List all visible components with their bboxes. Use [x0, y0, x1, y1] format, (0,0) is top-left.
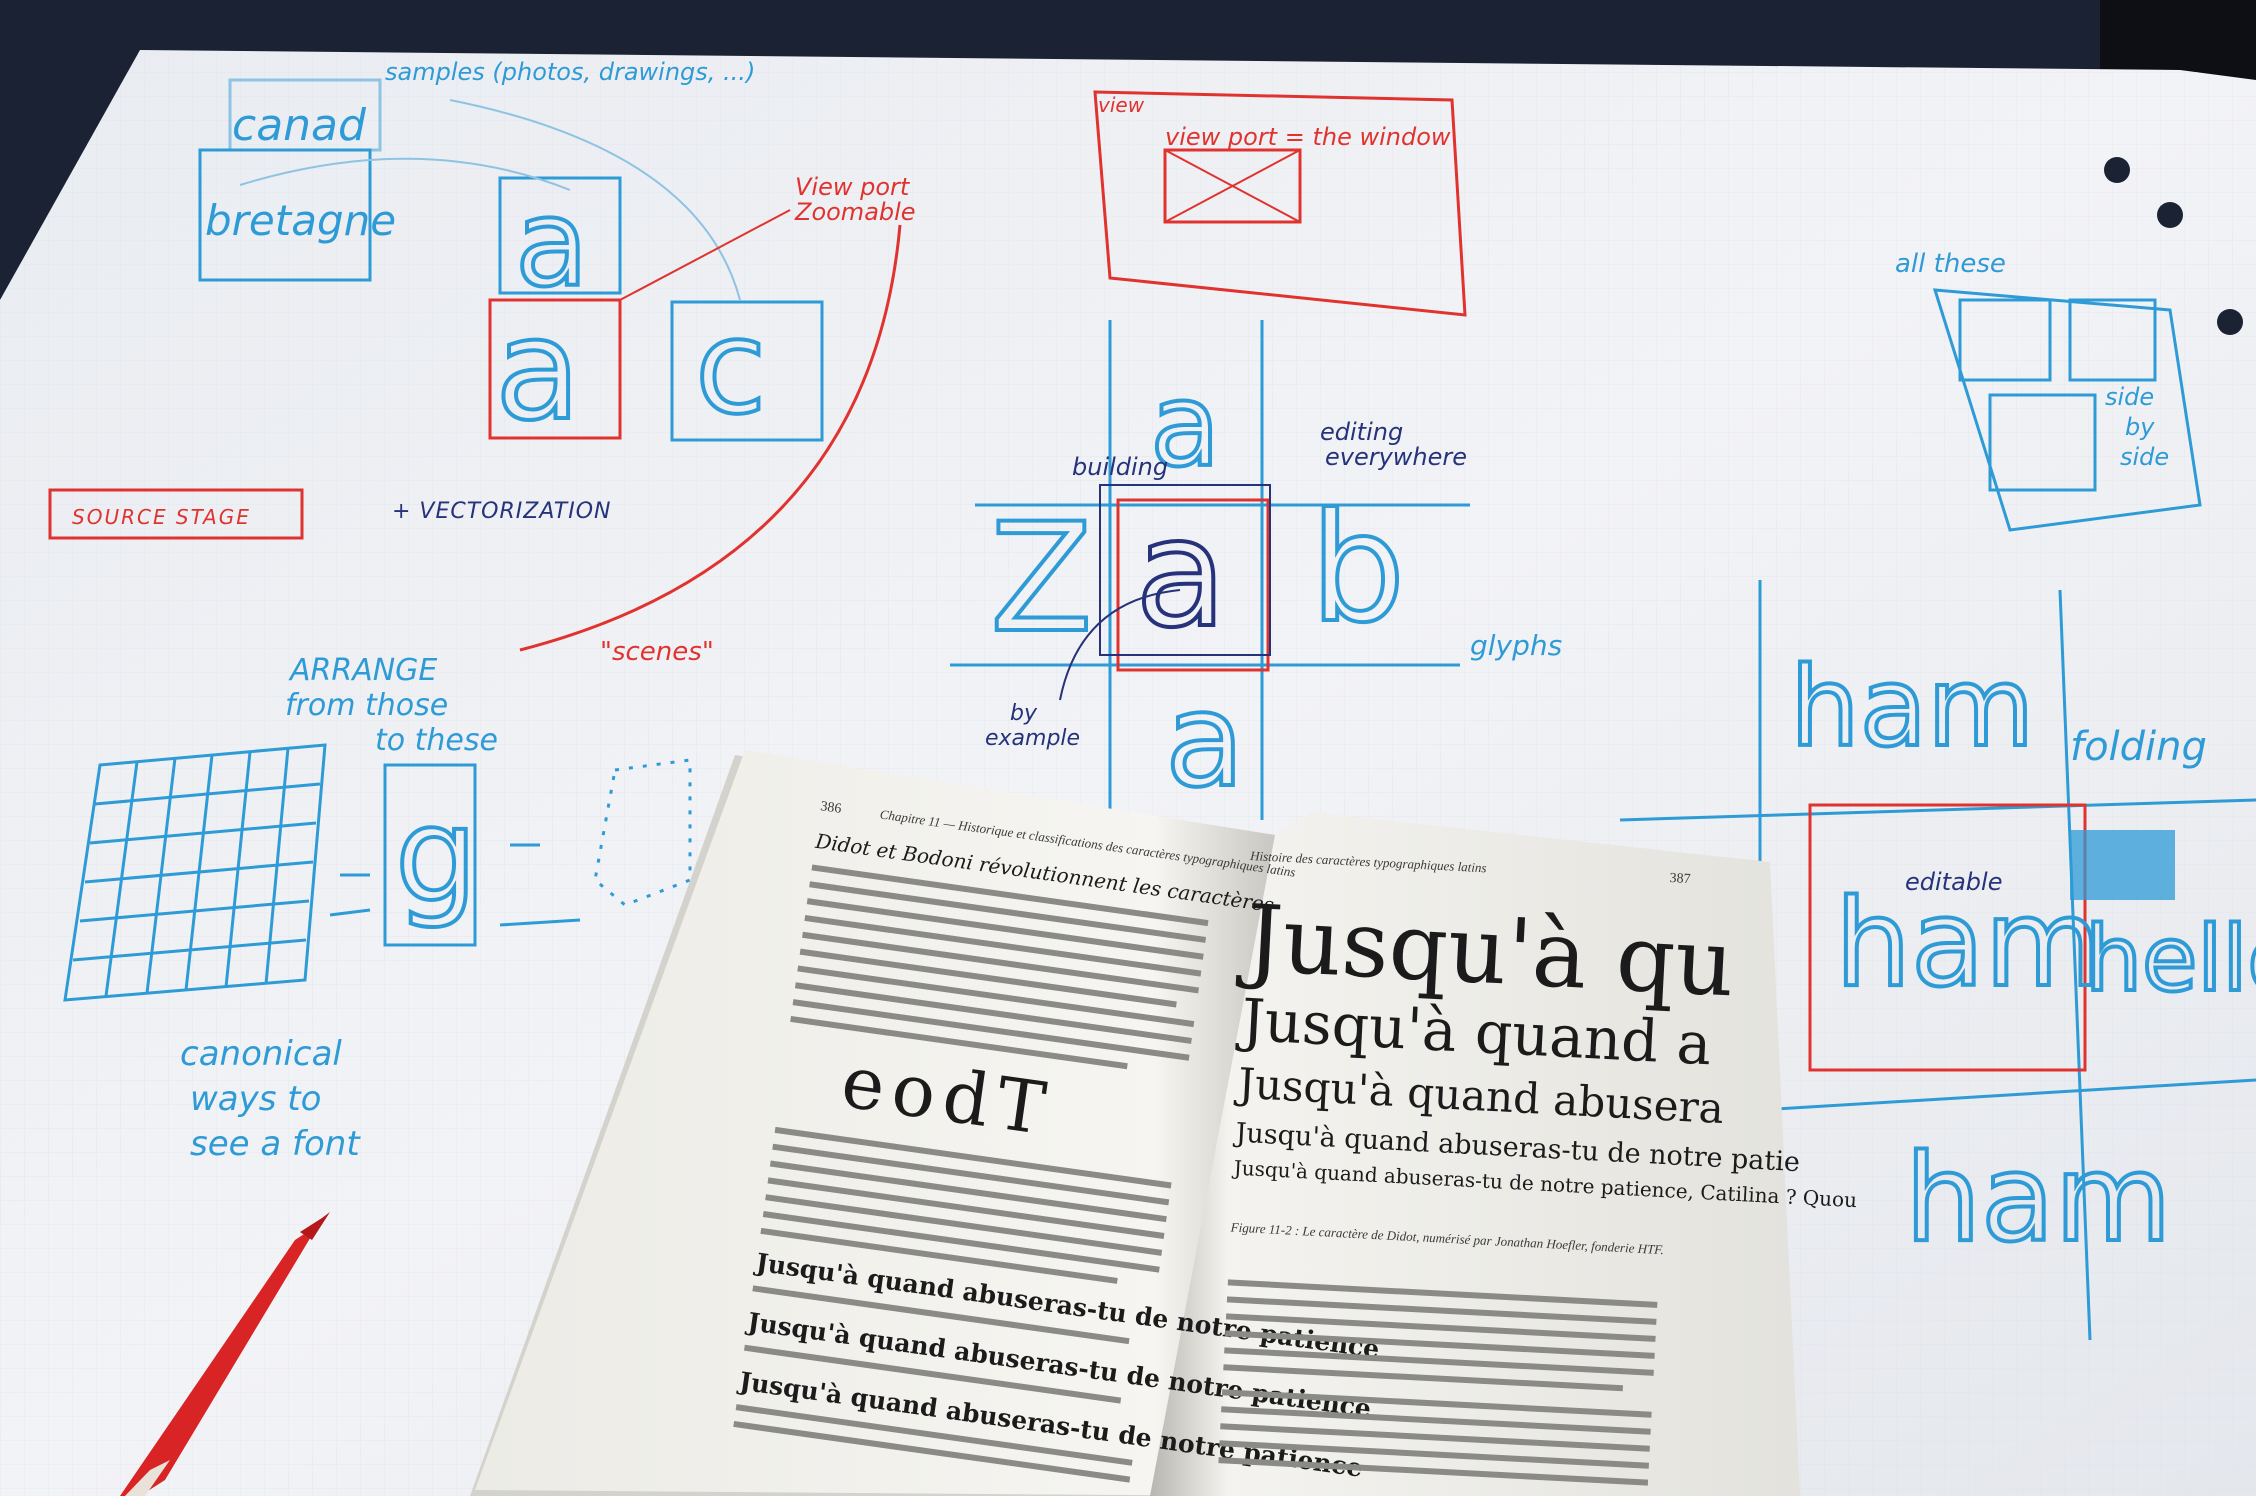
binder-hole [2157, 202, 2183, 228]
samples-note: samples (photos, drawings, ...) [385, 58, 755, 86]
viewport-note-1: View port [795, 173, 911, 201]
open-book: 386 Chapitre 11 — Historique et classifi… [470, 750, 1858, 1496]
guide-line [1619, 798, 2256, 822]
canonical-line-2: ways to [190, 1079, 321, 1119]
ham-top: ham [1790, 643, 2034, 771]
viewport-window-label: view port = the window [1165, 123, 1451, 151]
glyph-c: c [695, 291, 766, 443]
vectorization-label: + VECTORIZATION [392, 499, 612, 524]
pointer-line [619, 209, 791, 301]
hello-word: hello [2085, 907, 2256, 1012]
scenes-label: "scenes" [600, 637, 714, 667]
editable-label: editable [1905, 868, 2002, 896]
by-example-2: example [985, 726, 1080, 751]
left-body-text [790, 864, 1209, 1070]
glyph-g: g [395, 779, 478, 931]
dotted-cube [593, 758, 692, 907]
view-frame [1093, 90, 1467, 317]
word-canad: canad [232, 100, 367, 151]
thumb-box [1988, 393, 2097, 492]
building-frame [1099, 484, 1271, 656]
canonical-line-1: canonical [180, 1034, 342, 1074]
glyph-z: Z [990, 492, 1093, 666]
arrange-line-2: from those [285, 688, 448, 723]
right-page-number: 387 [1669, 871, 1691, 887]
left-page-number: 386 [819, 799, 842, 817]
right-body-text [1218, 1279, 1658, 1486]
center-sketch: view view port = the window a Z a b a bu… [950, 90, 1562, 820]
bottom-left-sketch: ARRANGE from those to these g canonical … [63, 653, 692, 1164]
red-arrow-curve [519, 224, 902, 652]
guide-line [2058, 589, 2092, 1341]
editing-label-1: editing [1320, 418, 1403, 446]
glyph-grid [63, 743, 327, 1002]
arrange-line-1: ARRANGE [288, 653, 437, 688]
glyph-a-top: a [1150, 359, 1220, 493]
viewport-note-2: Zoomable [794, 198, 916, 226]
guide-line [1759, 1078, 2256, 1112]
word-bretagne: bretagne [205, 196, 396, 245]
glyph-g-frame [383, 763, 477, 947]
arrow [499, 918, 581, 927]
ham-bottom: ham [1905, 1130, 2171, 1269]
arrow [449, 99, 741, 301]
arrange-line-3: to these [375, 723, 498, 758]
folding-label: folding [2070, 724, 2207, 770]
glyph-frame [498, 176, 622, 295]
scribble-block [2070, 830, 2175, 900]
source-stage-box [48, 488, 304, 540]
side-by-side-frame [1932, 288, 2202, 532]
binder-hole [2104, 157, 2130, 183]
right-page [1150, 812, 1800, 1496]
left-body-text-2 [760, 1126, 1172, 1284]
glyph-a-center: a [1135, 487, 1227, 661]
pointer-line [1059, 589, 1181, 701]
source-stage-label: SOURCE STAGE [72, 505, 251, 529]
glyph-a-bottom: a [1165, 664, 1245, 816]
side-label-3: side [2120, 443, 2169, 471]
canonical-line-3: see a font [190, 1124, 361, 1164]
glyphs-label: glyphs [1470, 629, 1562, 662]
arrow [239, 157, 571, 191]
view-label: view [1098, 93, 1145, 117]
editing-label-2: everywhere [1325, 443, 1467, 471]
red-marker [120, 1212, 330, 1496]
viewport-frame [488, 298, 622, 440]
edit-frame [1808, 803, 2087, 1072]
thumb-box [2068, 298, 2157, 382]
window-box [1163, 148, 1302, 224]
glyph-b: b [1310, 482, 1405, 656]
glyph-a-main: a [495, 289, 581, 452]
window-cross [1164, 149, 1301, 223]
building-label: building [1072, 453, 1168, 481]
side-label-1: side [2105, 383, 2154, 411]
side-label-2: by [2125, 413, 2155, 441]
sample-box [198, 148, 372, 282]
left-sketch: canad bretagne samples (photos, drawings… [48, 58, 916, 667]
all-these-label: all these [1895, 249, 2006, 279]
right-specimen-line-1: Jusqu'à qu [1235, 885, 1737, 1018]
arrow [329, 908, 371, 917]
glyph-a-top: a [515, 175, 589, 314]
right-sketch: all these side by side ham ham editable … [1619, 249, 2256, 1341]
binder-hole [2217, 309, 2243, 335]
edit-frame [1116, 498, 1270, 672]
thumb-box [1958, 298, 2052, 382]
ham-mid: ham [1835, 875, 2101, 1014]
glyph-frame [670, 300, 824, 442]
by-example-1: by [1010, 701, 1038, 726]
